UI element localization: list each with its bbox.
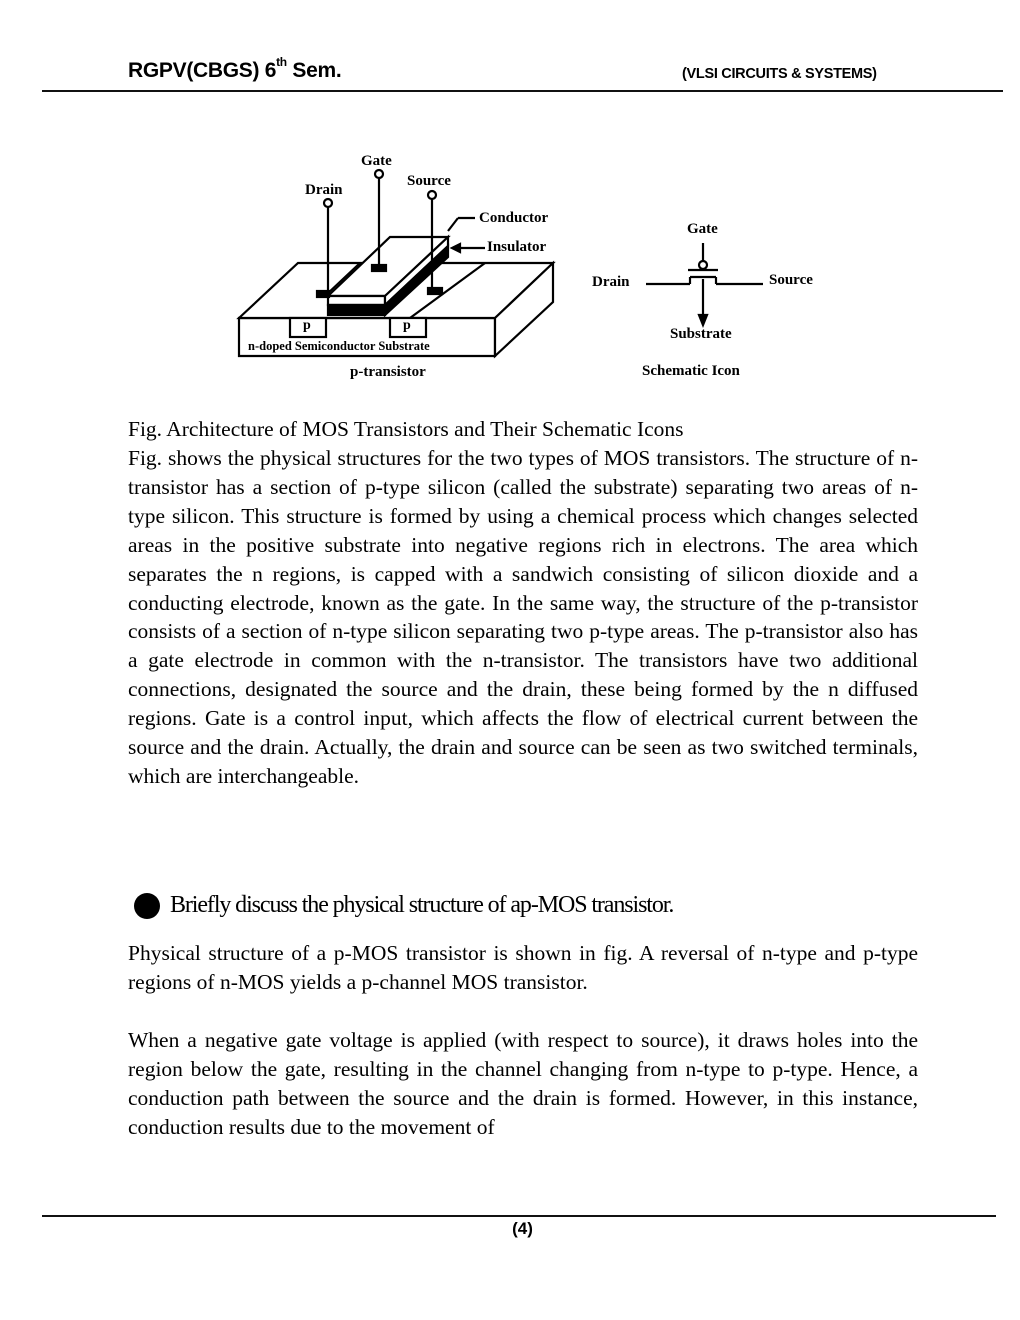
header-subject: (VLSI CIRCUITS & SYSTEMS) bbox=[682, 66, 877, 82]
header-superscript: th bbox=[276, 55, 287, 69]
schematic-drain-label: Drain bbox=[592, 274, 630, 290]
paragraph-pmos-structure: Physical structure of a p-MOS transistor… bbox=[128, 941, 918, 994]
question-heading: Briefly discuss the physical structure o… bbox=[134, 892, 674, 919]
ptr-gate-label: Gate bbox=[361, 153, 392, 169]
schematic-substrate-label: Substrate bbox=[670, 326, 732, 342]
ptr-source-label: Source bbox=[407, 173, 451, 189]
schematic-title: Schematic Icon bbox=[642, 363, 740, 379]
header-course-title: RGPV(CBGS) 6th Sem. bbox=[128, 55, 342, 83]
mos-transistor-figure: Gate Drain Source Conductor Insulator p … bbox=[230, 145, 830, 390]
ptr-insulator-label: Insulator bbox=[487, 239, 547, 255]
ptr-p-left-label: p bbox=[303, 318, 311, 333]
header-course-suffix: Sem. bbox=[286, 59, 342, 82]
header-divider bbox=[42, 90, 1003, 92]
ptr-substrate-label: n-doped Semiconductor Substrate bbox=[248, 339, 430, 353]
paragraph-pmos-conduction: When a negative gate voltage is applied … bbox=[128, 1028, 918, 1139]
footer-divider bbox=[42, 1215, 996, 1217]
ptr-drain-label: Drain bbox=[305, 182, 343, 198]
ptr-p-right-label: p bbox=[403, 318, 411, 333]
schematic-source-label: Source bbox=[769, 272, 813, 288]
header-course-prefix: RGPV(CBGS) 6 bbox=[128, 59, 277, 82]
figure-caption: Fig. Architecture of MOS Transistors and… bbox=[128, 417, 684, 441]
bullet-icon bbox=[134, 892, 160, 919]
page-number: (4) bbox=[512, 1219, 533, 1238]
transistor-diagram-icon bbox=[236, 168, 763, 359]
ptr-conductor-label: Conductor bbox=[479, 210, 549, 226]
schematic-gate-label: Gate bbox=[687, 221, 718, 237]
question-text: Briefly discuss the physical structure o… bbox=[170, 892, 674, 918]
ptr-title: p-transistor bbox=[350, 364, 426, 380]
paragraph-mos-structures: Fig. shows the physical structures for t… bbox=[128, 446, 918, 788]
